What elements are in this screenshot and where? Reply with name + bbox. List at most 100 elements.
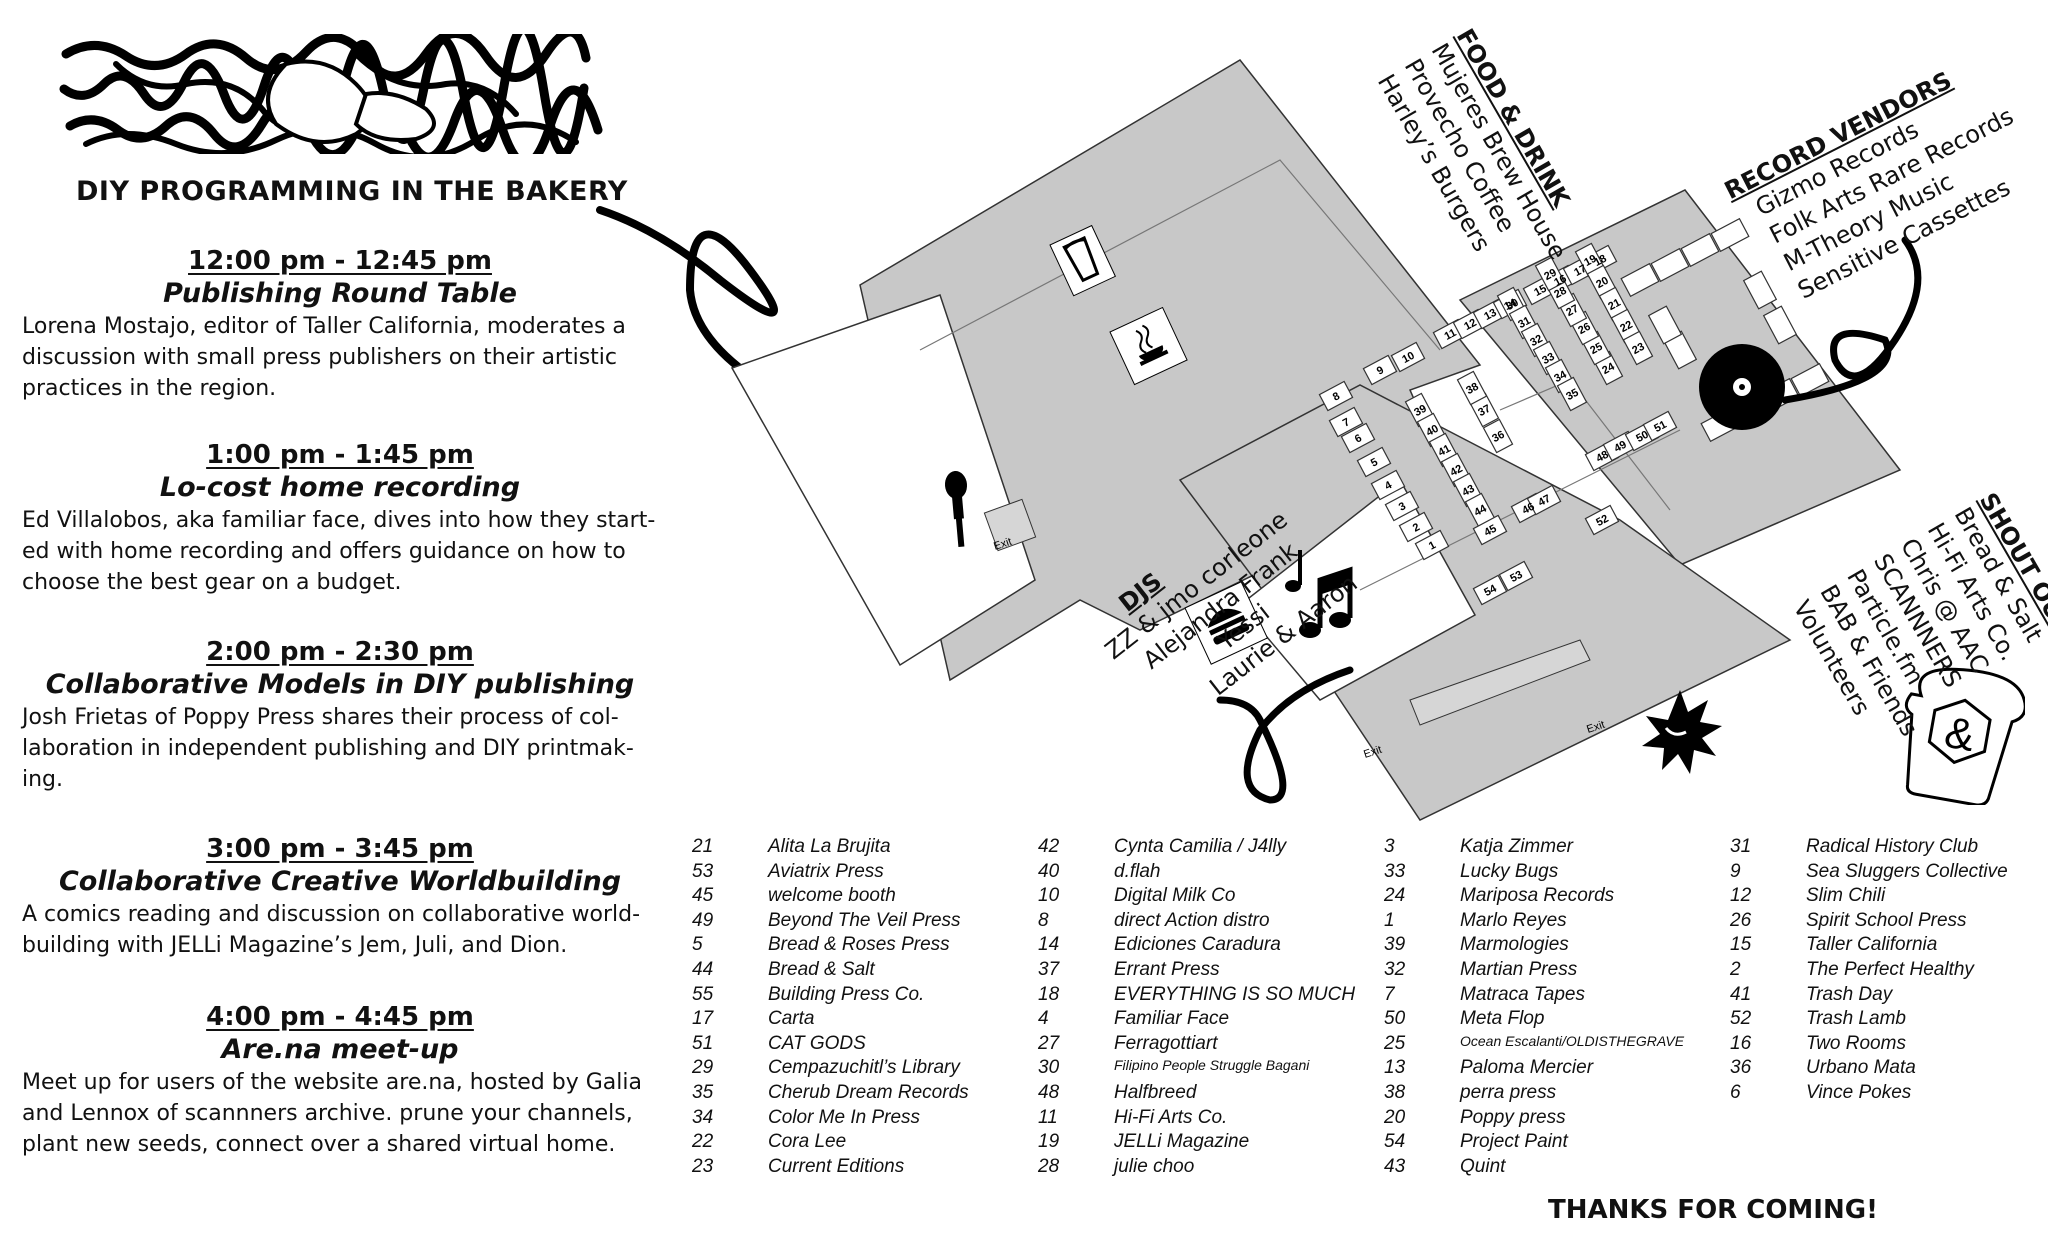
booth-number: 9 <box>1730 860 1741 882</box>
booth-number-label: 40 <box>1424 423 1440 439</box>
booth-number: 33 <box>1384 860 1406 882</box>
booth-table <box>1482 418 1514 454</box>
booth-number-label: 9 <box>1375 364 1386 377</box>
booth-number-label: 52 <box>1594 513 1610 529</box>
booth-number-label: 37 <box>1476 403 1492 419</box>
session-description: Meet up for users of the website are.na,… <box>22 1070 642 1157</box>
booth-table <box>1398 511 1434 543</box>
vendor-row: 19 JELLi Magazine <box>1038 1131 1355 1156</box>
booth-number: 54 <box>1384 1131 1406 1153</box>
vendor-name: Filipino People Struggle Bagani <box>1114 1057 1310 1074</box>
vendor-row: 29 Cempazuchitl’s Library <box>692 1057 969 1082</box>
booth-number-label: 23 <box>1630 341 1646 357</box>
booth-table <box>1622 330 1654 366</box>
vendor-name: The Perfect Healthy <box>1806 958 1974 980</box>
booth-number-label: 25 <box>1588 341 1604 357</box>
booth-number: 1 <box>1384 909 1395 931</box>
booth-number-label: 46 <box>1520 501 1536 517</box>
booth-number: 19 <box>1038 1131 1060 1153</box>
session-title: Collaborative Models in DIY publishing <box>45 669 635 700</box>
record-booth-table <box>1742 270 1778 310</box>
booth-number-label: 2 <box>1411 521 1422 534</box>
booth-number-label: 18 <box>1592 253 1608 269</box>
booth-number-label: 15 <box>1532 283 1548 299</box>
booth-number: 4 <box>1038 1008 1049 1030</box>
vendor-name: Carta <box>768 1008 815 1030</box>
vendor-name: JELLi Magazine <box>1114 1131 1250 1153</box>
booth-number: 39 <box>1384 934 1406 956</box>
vendor-name: Cempazuchitl’s Library <box>768 1057 960 1079</box>
microphone-icon <box>944 471 968 548</box>
booth-number: 29 <box>692 1057 714 1079</box>
music-notes-icon <box>1285 550 1353 638</box>
vendor-name: julie choo <box>1114 1155 1195 1177</box>
vendor-name: Matraca Tapes <box>1460 983 1585 1005</box>
session-description: Lorena Mostajo, editor of Taller Califor… <box>22 314 626 401</box>
booth-number: 32 <box>1384 958 1406 980</box>
booth-table <box>1370 469 1406 501</box>
booth-number: 10 <box>1038 885 1060 907</box>
vendor-name: Ediciones Caradura <box>1114 934 1281 956</box>
vendor-name: Martian Press <box>1460 958 1578 980</box>
booth-number-label: 48 <box>1594 449 1610 465</box>
booth-number: 6 <box>1730 1081 1741 1103</box>
booth-number: 55 <box>692 983 714 1005</box>
session-4: 3:00 pm - 3:45 pm Collaborative Creative… <box>22 834 662 961</box>
booth-table <box>1318 380 1354 412</box>
booth-number: 11 <box>1038 1106 1058 1128</box>
booth-number: 31 <box>1730 836 1752 857</box>
booth-number: 53 <box>692 860 714 882</box>
booth-number-label: 27 <box>1564 303 1580 319</box>
burger-icon <box>1184 581 1269 665</box>
booth-number-label: 39 <box>1412 403 1428 419</box>
booth-number-label: 21 <box>1606 297 1622 313</box>
vendor-name: Familiar Face <box>1114 1008 1230 1030</box>
booth-number-label: 47 <box>1536 493 1552 509</box>
vendor-name: Slim Chili <box>1806 885 1886 907</box>
booth-number: 44 <box>692 958 714 980</box>
booth-number-labels: 1234567891011121314151617181920212223242… <box>1331 253 1669 599</box>
booth-number: 48 <box>1038 1081 1060 1103</box>
bread-ampersand-icon: & <box>1904 667 2025 805</box>
booth-number-label: 20 <box>1594 275 1610 291</box>
vendor-name: Spirit School Press <box>1806 909 1967 931</box>
record-booth-table <box>1790 362 1830 398</box>
vendor-name: Alita La Brujita <box>768 836 891 857</box>
vendor-name: Marlo Reyes <box>1460 909 1567 931</box>
session-time: 1:00 pm - 1:45 pm <box>206 440 474 470</box>
booth-number: 26 <box>1730 909 1752 931</box>
exit-label: Exit <box>992 536 1013 553</box>
session-time: 3:00 pm - 3:45 pm <box>206 834 474 864</box>
vendor-name: Sea Sluggers Collective <box>1806 860 2008 882</box>
booth-number-label: 36 <box>1490 429 1506 445</box>
booth-number: 50 <box>1384 1008 1406 1030</box>
booth-number: 30 <box>1038 1057 1060 1079</box>
vendor-name: perra press <box>1460 1081 1557 1103</box>
session-description: Josh Frietas of Poppy Press shares their… <box>22 705 634 792</box>
booth-number-label: 41 <box>1436 443 1452 459</box>
booth-number: 5 <box>692 934 703 956</box>
booth-number-label: 7 <box>1341 416 1352 429</box>
vendor-name: Cherub Dream Records <box>768 1081 969 1103</box>
session-title: Are.na meet-up <box>221 1034 459 1065</box>
booth-number: 2 <box>1730 958 1741 980</box>
vendor-name: Project Paint <box>1460 1131 1568 1153</box>
vendor-name: Cynta Camilia / J4lly <box>1114 836 1287 857</box>
vendor-name: Cora Lee <box>768 1131 847 1153</box>
vendor-name: Trash Lamb <box>1806 1008 1906 1030</box>
scribble-banner-art <box>59 34 603 154</box>
vendor-row: 54 Project Paint <box>1384 1131 1684 1156</box>
